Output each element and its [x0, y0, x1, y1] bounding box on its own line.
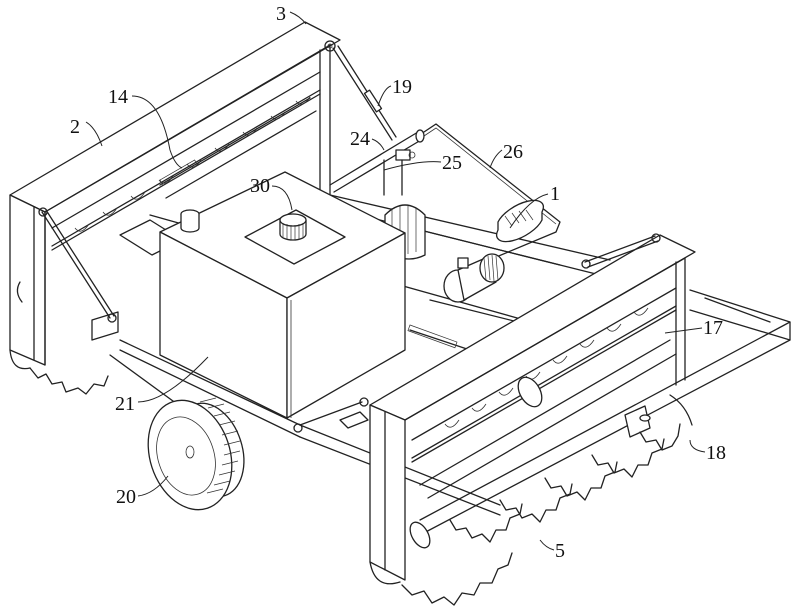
- label-24: 24: [350, 128, 370, 150]
- filler-cap: [180, 209, 200, 233]
- drum-1: [496, 199, 544, 243]
- label-21: 21: [115, 393, 135, 415]
- callout-20: 20: [116, 475, 169, 508]
- wheel-20: [147, 397, 245, 511]
- callout-1: 1: [509, 183, 560, 229]
- hinge-3: [324, 40, 336, 52]
- label-18: 18: [706, 442, 726, 464]
- callout-18: 18: [689, 439, 726, 464]
- label-26: 26: [503, 141, 523, 163]
- callout-21: 21: [115, 356, 209, 415]
- callouts: 1 2 3 5 14 17 18 19: [70, 3, 726, 562]
- callout-5: 5: [539, 539, 565, 562]
- label-14: 14: [108, 86, 128, 108]
- callout-14: 14: [108, 86, 183, 169]
- label-17: 17: [703, 317, 723, 339]
- valve-25: [383, 149, 416, 196]
- pipe-26: [423, 123, 561, 269]
- callout-26: 26: [489, 141, 523, 169]
- label-19: 19: [392, 76, 412, 98]
- label-20: 20: [116, 486, 136, 508]
- label-3: 3: [276, 3, 286, 25]
- strut-19: [332, 45, 397, 141]
- disc-blades-5: [401, 394, 693, 606]
- pipe-24: [329, 129, 425, 193]
- callout-17: 17: [664, 317, 723, 339]
- tank-21: [159, 171, 406, 419]
- callout-3: 3: [276, 3, 307, 25]
- callout-19: 19: [377, 76, 412, 107]
- wheel-tread: [199, 397, 241, 494]
- front-frame-17: [369, 234, 791, 585]
- front-strut: [293, 233, 661, 433]
- callout-30: 30: [250, 175, 293, 211]
- label-25: 25: [442, 152, 462, 174]
- callout-24: 24: [350, 128, 385, 151]
- label-1: 1: [550, 183, 560, 205]
- callout-25: 25: [383, 152, 462, 174]
- chassis: [149, 194, 611, 351]
- callout-2: 2: [70, 116, 103, 147]
- motor: [443, 253, 505, 303]
- bracket-18: [624, 405, 651, 438]
- knob-30: [244, 209, 346, 265]
- label-2: 2: [70, 116, 80, 138]
- label-5: 5: [555, 540, 565, 562]
- rear-left-strut: [38, 207, 117, 323]
- label-30: 30: [250, 175, 270, 197]
